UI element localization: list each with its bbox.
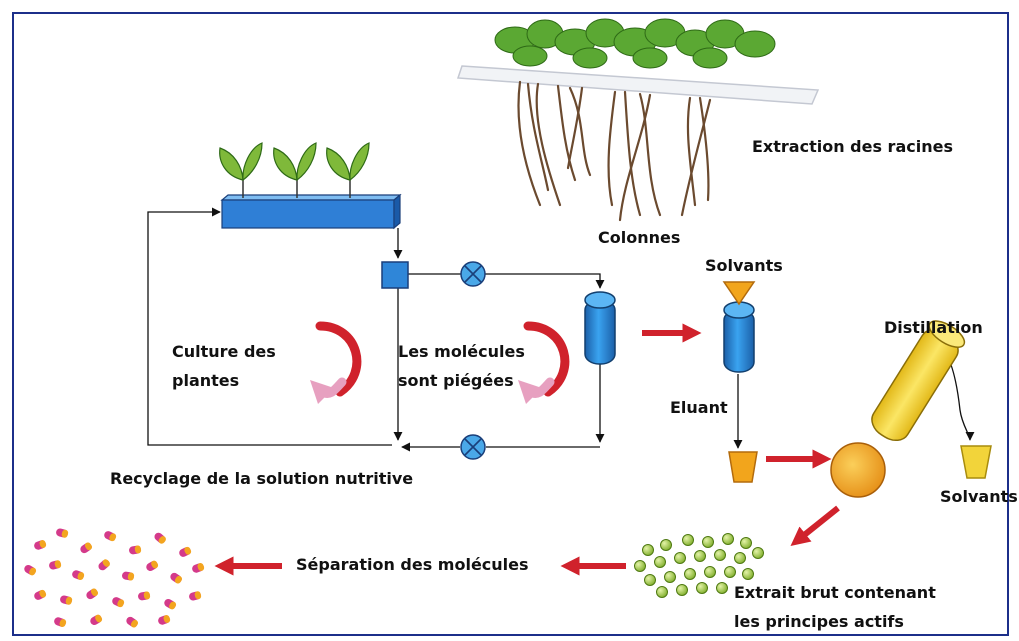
label-plant-culture-line1: Culture des [172,342,276,361]
elution-column [723,301,755,373]
label-recycling: Recyclage de la solution nutritive [110,469,413,488]
valve-box [381,261,409,289]
pump-bottom [460,434,486,460]
process-arrows [214,323,840,576]
label-molecules-trapped-line1: Les molécules [398,342,525,361]
label-columns: Colonnes [598,228,680,247]
label-separation: Séparation des molécules [296,555,529,574]
label-solvents-in: Solvants [705,256,783,275]
recycling-loop-line [147,207,392,446]
eluate-cup [728,451,758,483]
label-root-extraction: Extraction des racines [752,137,953,156]
distillation-flask [830,442,886,498]
roots [517,80,712,222]
label-distillation: Distillation [884,318,983,337]
trapping-column [584,291,616,365]
plant-leaves [219,142,370,182]
solvent-funnel [722,281,756,306]
crude-extract-beads [634,533,764,598]
curved-arrow-culture [310,321,362,404]
label-crude-extract-line1: Extrait brut contenant [734,583,936,602]
hydroponic-tube [456,65,820,105]
pump-top [460,261,486,287]
pump-to-column-line [485,273,605,289]
label-molecules-trapped-line2: sont piégées [398,371,514,390]
distillate-cup [960,445,992,479]
curved-arrow-trapping [518,321,570,404]
top-margin [0,0,1019,12]
label-solvents-out: Solvants [940,487,1018,506]
plant-stems [242,178,351,198]
diagram-frame [12,12,1009,636]
label-plant-culture-line2: plantes [172,371,239,390]
label-eluent: Eluant [670,398,728,417]
separated-molecules [24,528,205,628]
arrow-to-crude-extract [790,505,840,546]
hydroponic-leaves [494,18,776,69]
root-extraction-illustration [456,18,820,222]
label-crude-extract-line2: les principes actifs [734,612,904,631]
nutrient-tray [221,199,395,229]
distillation-apparatus [830,320,966,498]
plant-tray-illustration [219,142,402,230]
